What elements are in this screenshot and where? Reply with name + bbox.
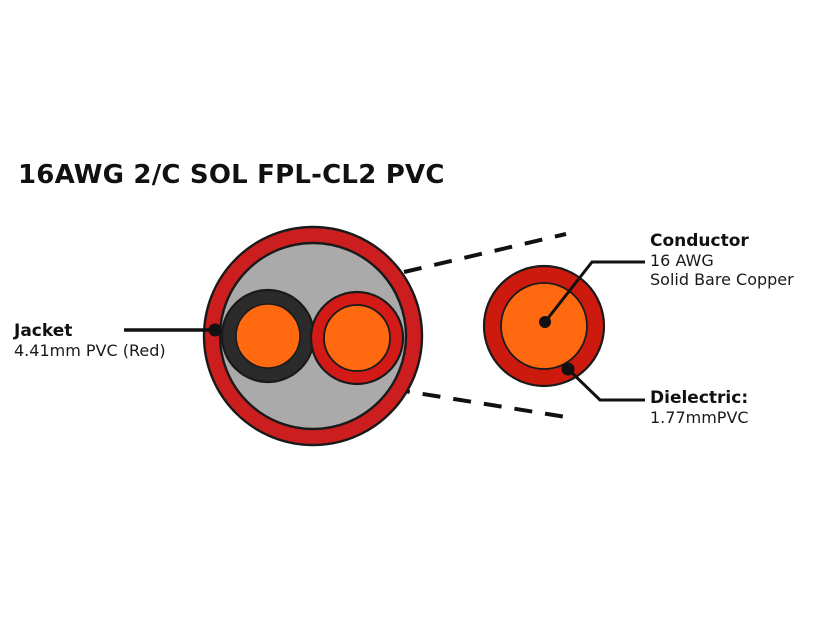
left-conductor-group bbox=[220, 288, 316, 384]
jacket-label-title: Jacket bbox=[14, 321, 73, 341]
page-title: 16AWG 2/C SOL FPL-CL2 PVC bbox=[18, 160, 445, 190]
right-conductor-copper bbox=[323, 304, 391, 372]
dielectric-label-spec: 1.77mmPVC bbox=[650, 407, 749, 427]
conductor-leader-line bbox=[539, 260, 645, 328]
right-conductor-group bbox=[309, 290, 405, 386]
dielectric-leader-line bbox=[561, 362, 645, 402]
jacket-leader-line bbox=[124, 323, 222, 337]
dashed-callout-line-bottom bbox=[391, 387, 567, 419]
zoom-connector-group bbox=[391, 232, 567, 419]
dielectric-label-title: Dielectric: bbox=[650, 388, 749, 408]
dashed-callout-line-top bbox=[403, 232, 567, 274]
conductor-label-title: Conductor bbox=[650, 231, 749, 251]
conductor-label-gauge: 16 AWG bbox=[650, 250, 714, 270]
dielectric-label-block: Dielectric: 1.77mmPVC bbox=[650, 388, 749, 428]
jacket-label-spec: 4.41mm PVC (Red) bbox=[14, 340, 166, 360]
jacket-label-block: Jacket 4.41mm PVC (Red) bbox=[14, 321, 166, 361]
left-conductor-copper bbox=[235, 303, 301, 369]
cable-cross-section bbox=[202, 225, 424, 447]
conductor-label-block: Conductor 16 AWG Solid Bare Copper bbox=[650, 231, 794, 289]
conductor-label-material: Solid Bare Copper bbox=[650, 269, 794, 289]
